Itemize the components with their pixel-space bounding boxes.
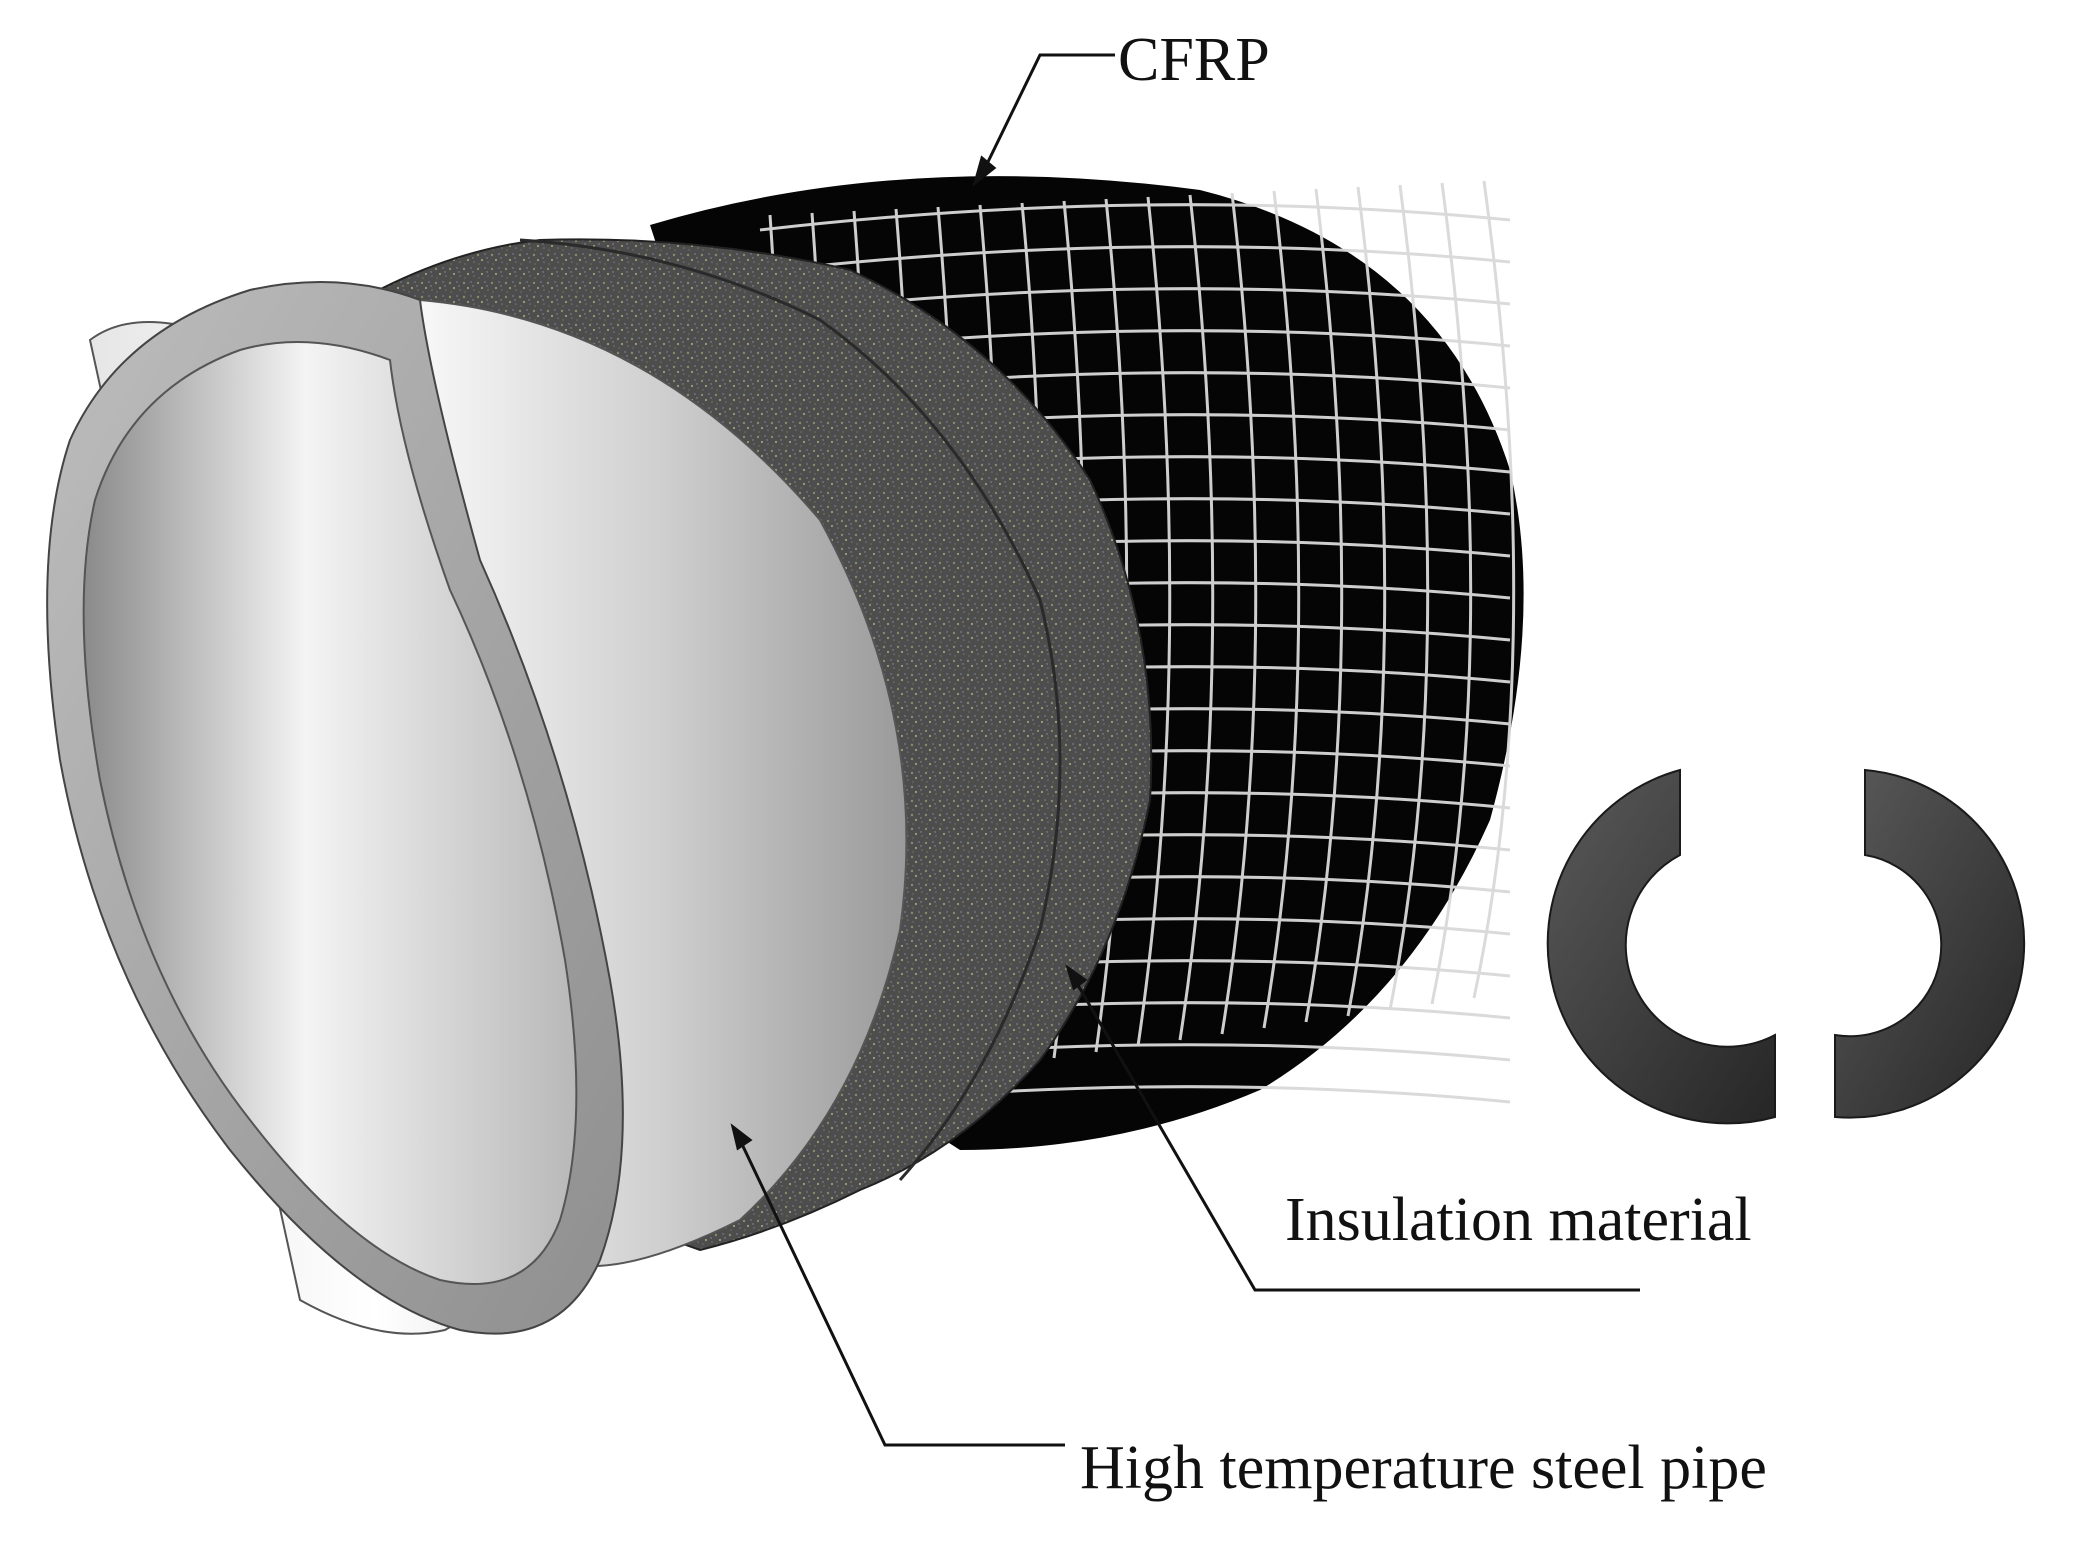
cfrp-grid-line xyxy=(1220,192,1258,1035)
cfrp-grid-line xyxy=(1472,180,1516,999)
leader-lines xyxy=(730,53,1640,1447)
cfrp-grid-line xyxy=(1262,190,1301,1029)
insulation-material-label: Insulation material xyxy=(1285,1186,1752,1254)
insulation-arrowhead xyxy=(1065,964,1088,991)
insulation-leader-line xyxy=(1073,979,1640,1292)
cfrp-grid-line xyxy=(1178,194,1215,1041)
split-ring-icon xyxy=(1546,768,2026,1125)
cfrp-grid-line xyxy=(1388,184,1430,1011)
steel-pipe-arrowhead xyxy=(730,1123,753,1151)
cfrp-leader-line xyxy=(983,53,1115,169)
cfrp-grid-line xyxy=(759,203,1511,232)
cfrp-arrowhead xyxy=(972,155,997,188)
steel-pipe xyxy=(46,281,908,1335)
cfrp-grid-line xyxy=(759,245,1511,274)
cfrp-grid-line xyxy=(1430,182,1473,1005)
steel-pipe-icon xyxy=(46,281,908,1335)
cfrp-grid-line xyxy=(1346,186,1387,1017)
steel-pipe-leader-line xyxy=(738,1139,1065,1447)
steel-pipe-label: High temperature steel pipe xyxy=(1080,1434,1767,1502)
cfrp-label: CFRP xyxy=(1118,26,1270,94)
cfrp-grid-line xyxy=(1136,196,1172,1047)
split-insulation-rings xyxy=(1546,768,2026,1125)
